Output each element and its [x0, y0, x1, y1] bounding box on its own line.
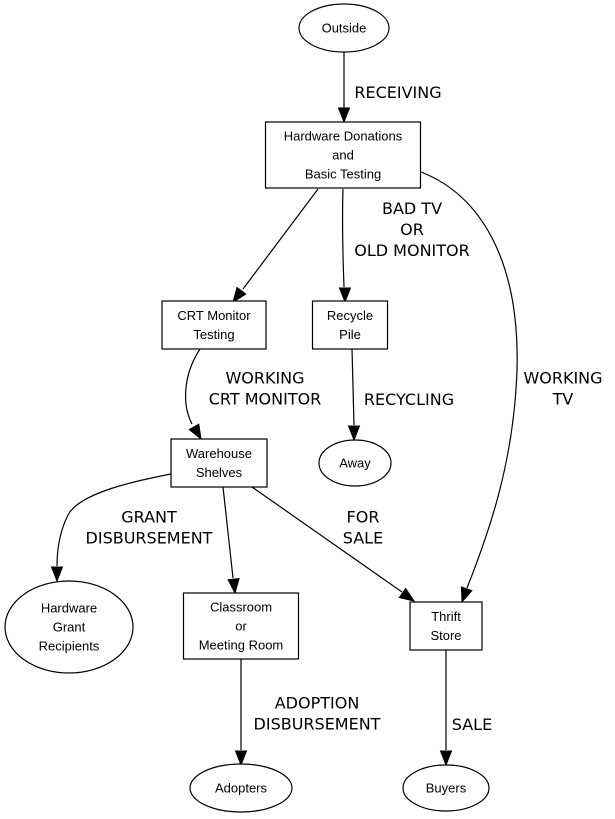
node-label: Outside [322, 21, 367, 36]
arrowhead-icon [338, 287, 352, 304]
edge-label: SALE [452, 715, 492, 734]
edge-label: CRT MONITOR [209, 390, 322, 409]
edge-line [222, 486, 234, 579]
node-label: Recipients [39, 639, 100, 654]
ellipse-node-shape [4, 580, 134, 674]
arrowhead-icon [232, 286, 247, 304]
node-outside: Outside [298, 3, 390, 53]
node-label: CRT Monitor [177, 308, 251, 323]
edge-line [341, 188, 345, 288]
arrowhead-icon [234, 750, 248, 767]
node-label: Basic Testing [305, 167, 381, 182]
edge-label: WORKING [523, 369, 602, 388]
box-node-shape [161, 300, 267, 350]
node-label: Pile [339, 327, 361, 342]
edge-classroom-to-adopters: ADOPTION DISBURSEMENT [234, 659, 381, 767]
edge-line [242, 188, 319, 290]
edge-label: DISBURSEMENT [254, 715, 381, 734]
ellipse-node-shape [189, 763, 293, 813]
edge-label: FOR [347, 508, 380, 527]
ellipse-node-shape [318, 439, 392, 487]
node-label: Hardware [41, 601, 97, 616]
edge-recycle-pile-to-away: RECYCLING [347, 348, 454, 442]
node-label: Hardware Donations [284, 129, 403, 144]
arrowhead-icon [439, 750, 453, 767]
edge-label: WORKING [225, 369, 304, 388]
edge-line [56, 473, 172, 567]
edge-hardware-donations-to-thrift-store: WORKING TV [420, 171, 603, 604]
box-node-shape [311, 300, 389, 350]
edge-line [420, 171, 518, 589]
node-away: Away [318, 439, 392, 487]
edge-label: RECEIVING [354, 83, 441, 102]
edge-crt-testing-to-warehouse: WORKING CRT MONITOR [185, 348, 322, 441]
box-node-shape [182, 592, 300, 660]
edge-label: OR [400, 220, 424, 239]
node-label: or [235, 619, 247, 634]
arrowhead-icon [337, 107, 351, 124]
node-label: Testing [193, 327, 234, 342]
arrowhead-icon [347, 425, 361, 442]
edge-label: SALE [343, 529, 383, 548]
edge-line [185, 348, 201, 425]
node-label: Recycle [327, 308, 373, 323]
node-adopters: Adopters [189, 763, 293, 813]
edge-label: TV [552, 390, 574, 409]
edge-line [351, 348, 355, 426]
ellipse-node-shape [402, 764, 490, 812]
edge-outside-to-hardware-donations: RECEIVING [337, 52, 442, 124]
edge-label: BAD TV [382, 199, 442, 218]
node-label: Meeting Room [199, 638, 284, 653]
edge-line [251, 486, 403, 593]
edge-label: RECYCLING [364, 390, 454, 409]
arrowhead-icon [188, 423, 202, 441]
edge-warehouse-to-thrift-store: FOR SALE [251, 486, 416, 602]
node-label: Grant [53, 620, 86, 635]
node-label: Classroom [210, 600, 272, 615]
node-label: Buyers [426, 781, 467, 796]
arrowhead-icon [50, 566, 64, 583]
box-node-shape [264, 121, 422, 189]
edge-hardware-donations-to-crt-testing [232, 188, 319, 304]
ellipse-node-shape [298, 3, 390, 53]
node-label: Warehouse [186, 446, 252, 461]
arrowhead-icon [398, 587, 416, 602]
node-label: and [332, 148, 354, 163]
edge-hardware-donations-to-recycle-pile: BAD TV OR OLD MONITOR [338, 188, 470, 304]
node-label: Adopters [215, 781, 268, 796]
arrowhead-icon [460, 586, 473, 604]
edge-label: OLD MONITOR [354, 241, 469, 260]
node-label: Store [430, 628, 461, 643]
edge-warehouse-to-grant-recipients: GRANT DISBURSEMENT [50, 473, 213, 583]
edge-label: DISBURSEMENT [86, 529, 213, 548]
edge-warehouse-to-classroom [222, 486, 240, 595]
edge-label: ADOPTION [275, 694, 360, 713]
box-node-shape [170, 438, 268, 488]
node-label: Thrift [431, 609, 461, 624]
arrowhead-icon [227, 577, 240, 595]
edge-label: GRANT [121, 508, 177, 527]
node-label: Shelves [196, 465, 243, 480]
box-node-shape [409, 601, 483, 651]
edge-thrift-store-to-buyers: SALE [439, 650, 492, 767]
node-buyers: Buyers [402, 764, 490, 812]
node-label: Away [339, 456, 371, 471]
